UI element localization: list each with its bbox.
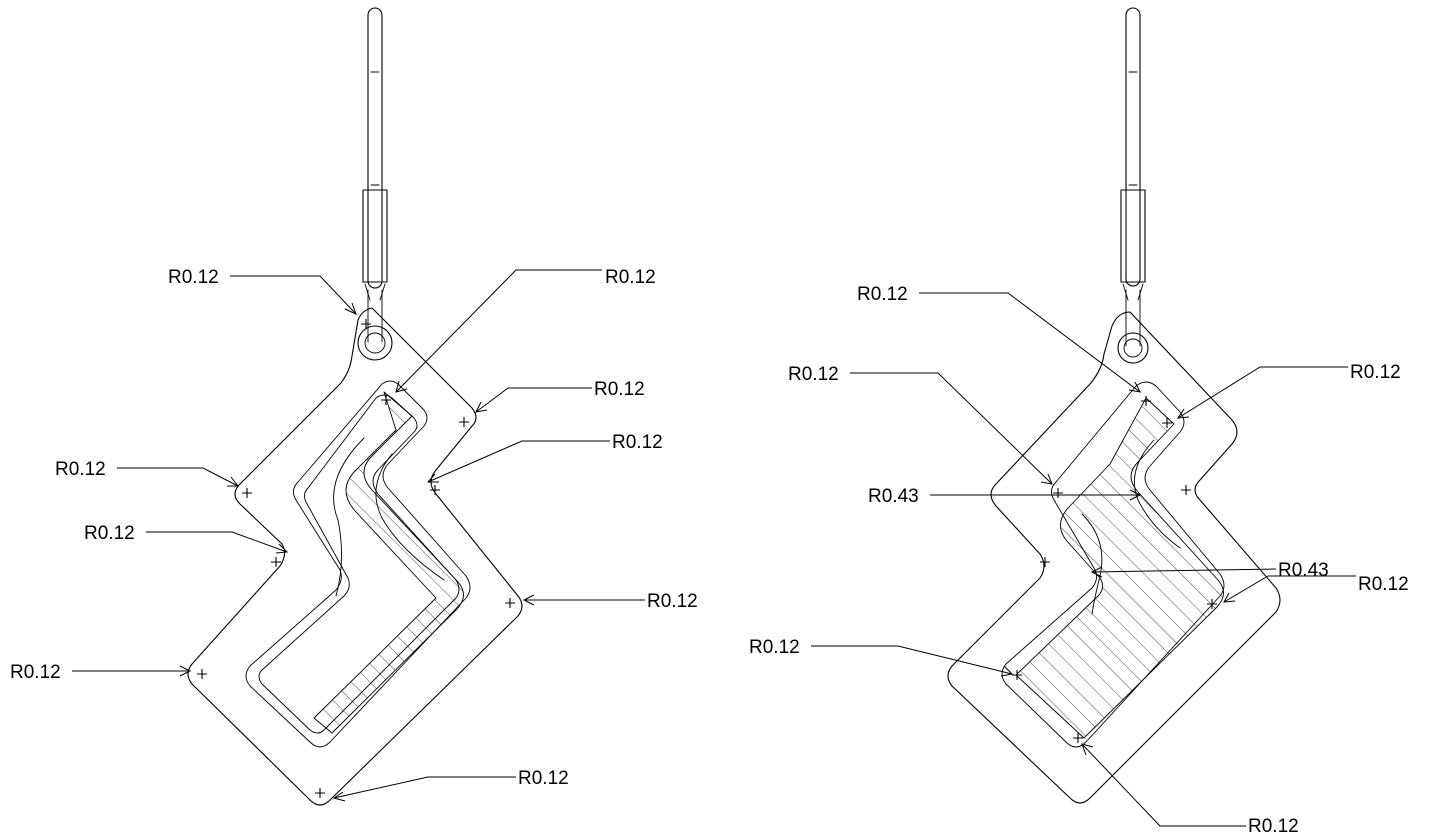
radius-label: R0.12 (55, 459, 106, 480)
radius-label: R0.12 (1358, 574, 1409, 595)
curved-strip-right (375, 453, 445, 581)
center-marks-left (197, 319, 515, 798)
radius-label: R0.12 (788, 364, 839, 385)
radius-label: R0.12 (594, 379, 645, 400)
terminal-pin-right (1117, 7, 1149, 364)
inner-outline-left (258, 394, 460, 734)
terminal-pin-left (357, 7, 393, 361)
leaders-right (811, 292, 1356, 827)
outer-profile-right (947, 311, 1281, 804)
radius-label: R0.12 (612, 432, 663, 453)
radius-label: R0.12 (1350, 362, 1401, 383)
radius-label: R0.12 (1248, 816, 1299, 837)
left-view: R0.12 R0.12 R0.12 R0.12 R0.12 R0.12 R0.1… (10, 7, 698, 806)
radius-label: R0.43 (868, 486, 919, 507)
leaders-left (72, 269, 645, 802)
inner-groove-left (245, 380, 471, 748)
right-view: R0.12 R0.12 R0.12 R0.43 R0.43 R0.12 R0.1… (749, 7, 1409, 837)
radius-label: R0.12 (10, 662, 61, 683)
curved-strip-left (333, 437, 365, 597)
radius-label: R0.12 (605, 267, 656, 288)
curved-strip-right (1133, 439, 1181, 549)
center-marks-right (1012, 396, 1217, 743)
radius-label: R0.12 (647, 591, 698, 612)
radius-label: R0.12 (518, 768, 569, 789)
radius-label: R0.12 (857, 284, 908, 305)
radius-label: R0.12 (168, 267, 219, 288)
radius-label: R0.12 (84, 523, 135, 544)
radius-label: R0.12 (749, 637, 800, 658)
outer-profile-left (187, 307, 523, 806)
radius-label: R0.43 (1278, 560, 1329, 581)
hatched-element-left (313, 391, 464, 734)
